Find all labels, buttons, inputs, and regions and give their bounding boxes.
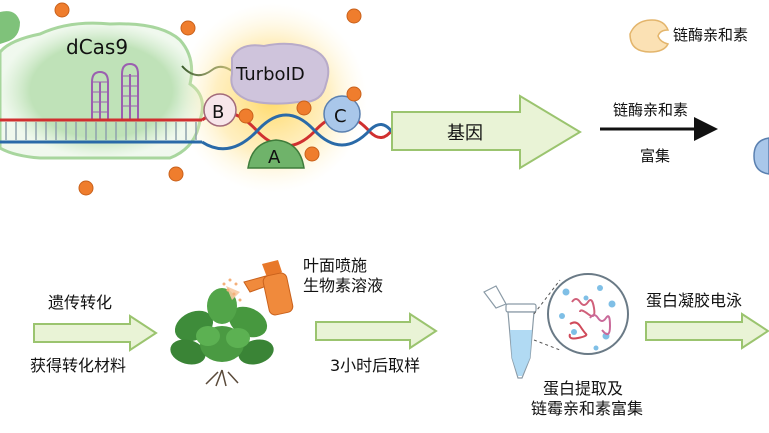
dcas9-label: dCas9: [66, 35, 128, 59]
gene-label: 基因: [447, 123, 483, 144]
enrich-label-line1: 链酶亲和素: [613, 101, 688, 119]
biotin-dots-top: [54, 2, 362, 196]
protein-c-shape: [323, 95, 361, 133]
gel-label: 蛋白凝胶电泳: [646, 291, 742, 310]
guide-rna-hairpin: [91, 62, 139, 120]
protein-b-shape: [203, 93, 237, 127]
turboid-label: TurboID: [235, 64, 305, 85]
microtube: [483, 285, 537, 379]
streptavidin-icon: [629, 19, 670, 53]
transform-label: 遗传转化: [48, 293, 112, 312]
gene-arrow: [391, 94, 582, 170]
extract-label-line1: 蛋白提取及: [543, 379, 623, 398]
green-fragment-shape: [0, 11, 20, 44]
zoom-line-lower: [533, 339, 561, 351]
enrich-label-line2: 富集: [640, 147, 670, 165]
magnified-protein-view: [547, 273, 629, 355]
turboid-protein-shape: [230, 42, 330, 105]
protein-c-label: C: [334, 106, 347, 127]
sample-label: 3小时后取样: [330, 356, 420, 375]
obtain-label: 获得转化材料: [30, 356, 126, 375]
plant-rosette: [170, 288, 274, 387]
sample-arrow: [315, 312, 438, 350]
sprayer-bottle: [222, 260, 294, 316]
legend-streptavidin-label: 链酶亲和素: [673, 26, 748, 44]
dna-helix: [0, 110, 394, 151]
protein-b-label: B: [212, 102, 224, 123]
protein-a-label: A: [268, 147, 281, 168]
spray-label-line1: 叶面喷施: [303, 256, 367, 275]
extract-label-line2: 链霉亲和素富集: [531, 399, 643, 418]
transform-arrow: [33, 314, 158, 352]
protein-a-shape: [247, 139, 305, 169]
gel-arrow: [645, 312, 769, 350]
bead-partial: [753, 137, 769, 175]
zoom-line-upper: [533, 279, 561, 315]
spray-label-line2: 生物素溶液: [303, 276, 383, 295]
